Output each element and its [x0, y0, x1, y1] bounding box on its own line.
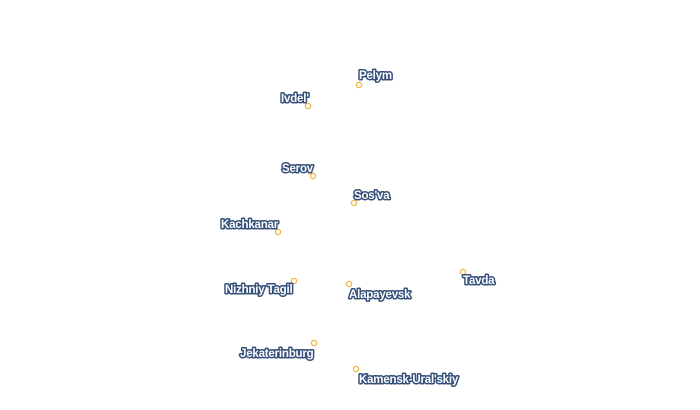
city-ivdel: Ivdel' [280, 92, 312, 110]
city-label-pelym: Pelym [359, 70, 392, 82]
city-label-sos-va: Sos'va [354, 190, 390, 202]
city-label-serov: Serov [282, 163, 314, 175]
city-jekaterinburg: Jekaterinburg [239, 339, 318, 362]
city-marker-icon [345, 280, 353, 288]
city-label-alapayevsk: Alapayevsk [349, 289, 411, 301]
city-sos-va: Sos'va [350, 189, 392, 207]
city-marker-icon [310, 339, 318, 347]
city-pelym: Pelym [355, 69, 394, 89]
city-marker-icon [355, 81, 363, 89]
city-label-kamensk-ural-skiy: Kamensk-Ural'skiy [359, 374, 459, 386]
city-marker-icon [304, 102, 312, 110]
city-kamensk-ural-skiy: Kamensk-Ural'skiy [352, 365, 461, 388]
city-label-ivdel: Ivdel' [281, 93, 309, 105]
city-marker-icon [309, 172, 317, 180]
city-marker-icon [459, 268, 467, 276]
city-tavda: Tavda [459, 268, 497, 289]
city-label-nizhniy-tagil: Nizhniy Tagil [225, 284, 292, 296]
city-label-kachkanar: Kachkanar [221, 219, 279, 231]
city-label-tavda: Tavda [463, 275, 495, 287]
city-nizhniy-tagil: Nizhniy Tagil [224, 277, 298, 298]
city-marker-icon [352, 365, 360, 373]
city-marker-icon [274, 228, 282, 236]
city-marker-icon [290, 277, 298, 285]
city-marker-icon [350, 199, 358, 207]
city-label-jekaterinburg: Jekaterinburg [240, 348, 314, 360]
city-kachkanar: Kachkanar [220, 218, 282, 236]
city-serov: Serov [281, 162, 317, 180]
city-alapayevsk: Alapayevsk [345, 280, 413, 303]
